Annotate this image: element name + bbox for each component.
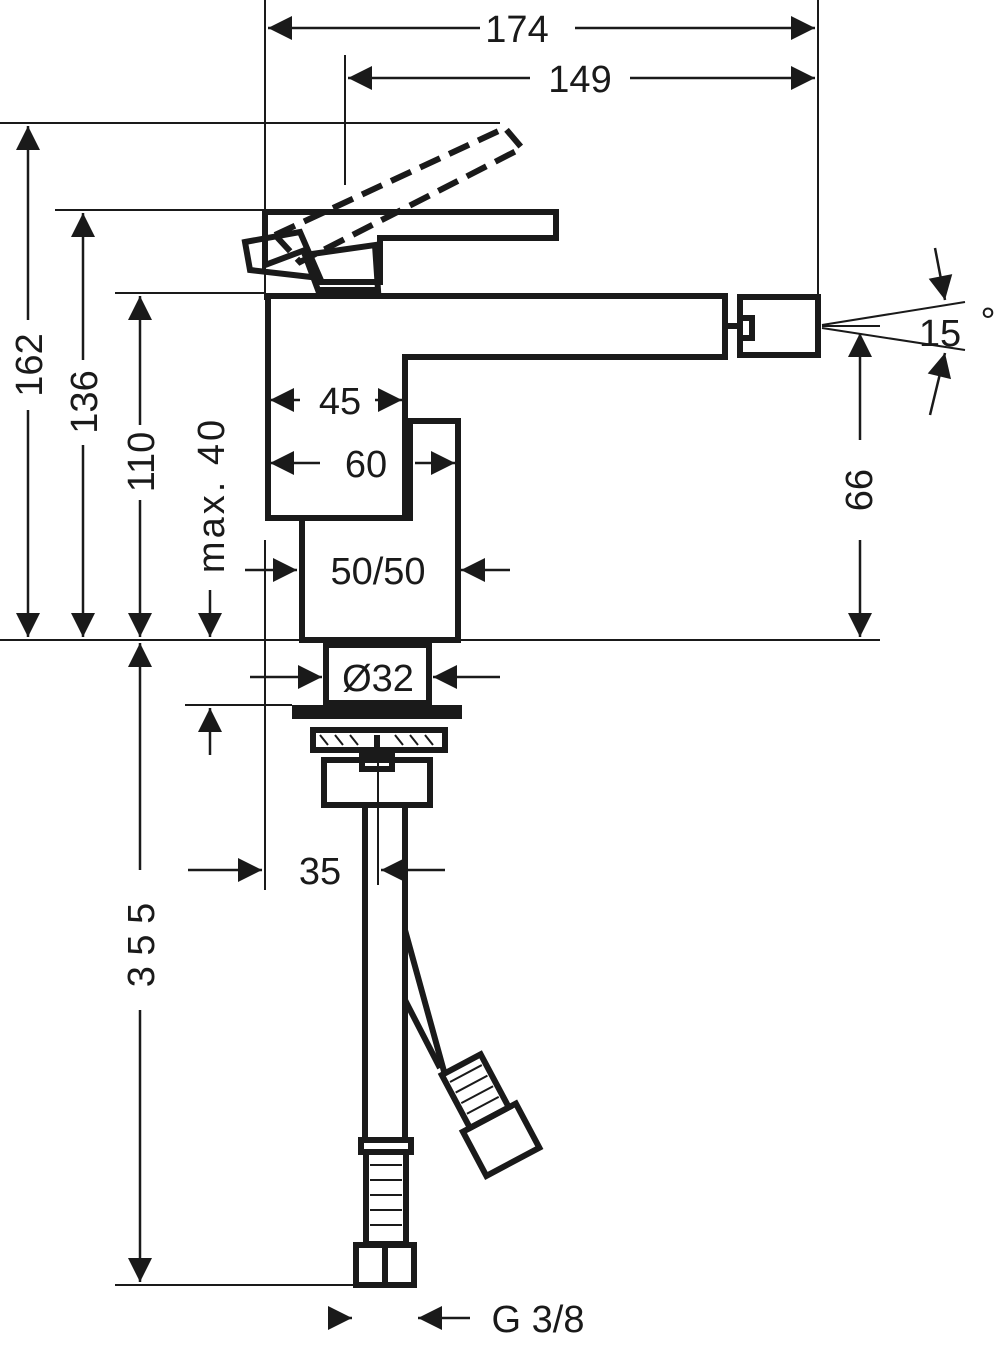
label-15: 15 bbox=[919, 313, 961, 355]
hoses bbox=[353, 805, 544, 1288]
dimension-lines bbox=[16, 16, 953, 1330]
label-35: 35 bbox=[299, 851, 341, 893]
label-355: 3 5 5 bbox=[121, 903, 163, 988]
dimension-labels: 174 149 162 136 110 max. 40 45 60 50/50 … bbox=[9, 9, 996, 1341]
shank bbox=[292, 642, 462, 808]
dim-15 bbox=[928, 247, 953, 301]
label-99: 99 bbox=[837, 469, 879, 511]
label-110: 110 bbox=[121, 432, 163, 493]
label-degree: ° bbox=[980, 301, 995, 343]
extension-lines bbox=[0, 0, 966, 1286]
label-149: 149 bbox=[548, 59, 611, 101]
label-174: 174 bbox=[485, 9, 548, 51]
mixer-body bbox=[265, 293, 821, 643]
hose-fitting-angled bbox=[437, 1050, 544, 1180]
lever bbox=[241, 209, 559, 293]
label-162: 162 bbox=[9, 333, 51, 396]
label-136: 136 bbox=[64, 370, 106, 433]
label-32: Ø32 bbox=[342, 658, 414, 700]
label-45: 45 bbox=[319, 381, 361, 423]
fixing-nut bbox=[321, 757, 433, 808]
label-g38: G 3/8 bbox=[492, 1299, 585, 1341]
label-50-50: 50/50 bbox=[330, 551, 425, 593]
lever-raised-dashed bbox=[270, 124, 527, 266]
label-60: 60 bbox=[345, 444, 387, 486]
washer bbox=[292, 705, 462, 719]
label-max40: max. 40 bbox=[191, 417, 233, 573]
